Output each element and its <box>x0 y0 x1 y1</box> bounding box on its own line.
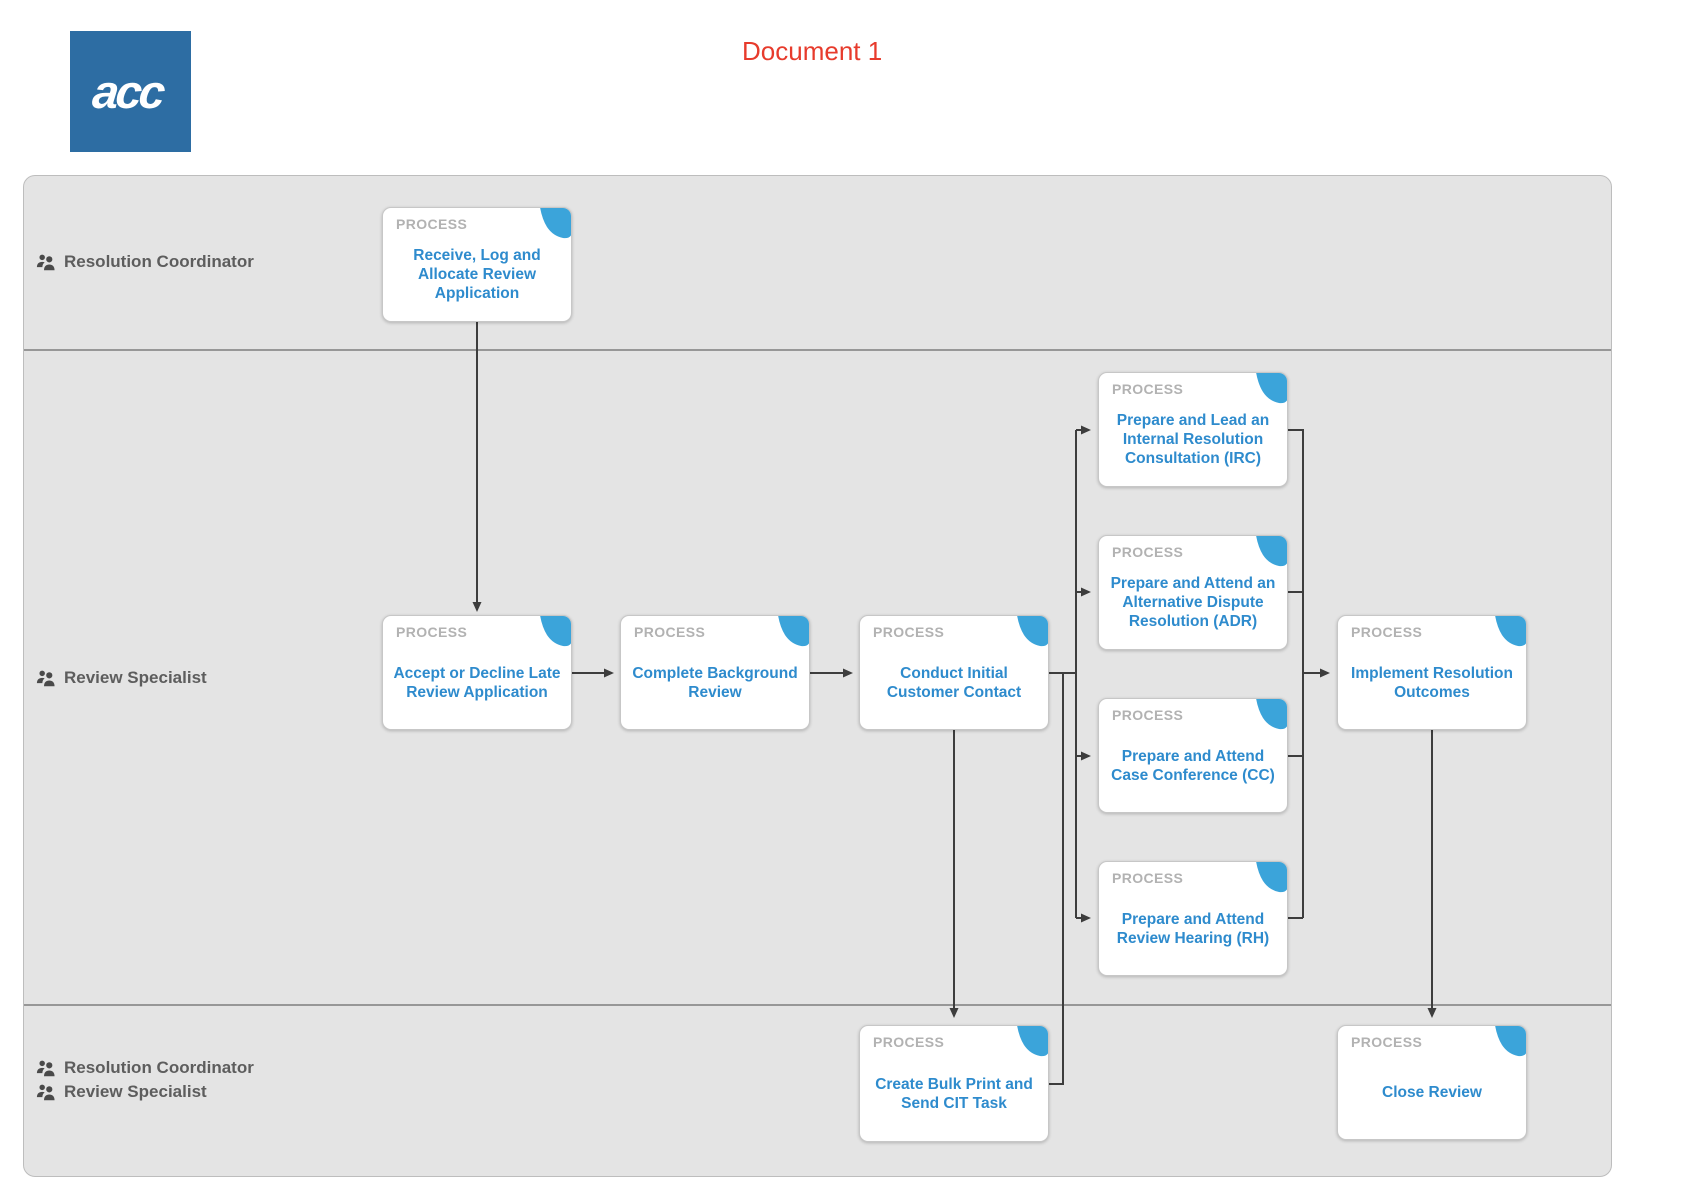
folded-corner-icon <box>1011 616 1048 648</box>
lane-divider <box>24 1004 1611 1006</box>
process-card-prepare-attend-adr[interactable]: PROCESS Prepare and Attend an Alternativ… <box>1098 535 1288 650</box>
lane-label-text: Review Specialist <box>64 668 207 687</box>
process-title: Create Bulk Print and Send CIT Task <box>875 1075 1033 1112</box>
process-title: Prepare and Attend Case Conference (CC) <box>1111 747 1275 784</box>
process-type-label: PROCESS <box>396 624 468 640</box>
lane-divider <box>24 349 1611 351</box>
process-card-prepare-lead-irc[interactable]: PROCESS Prepare and Lead an Internal Res… <box>1098 372 1288 487</box>
folded-corner-icon <box>534 208 571 240</box>
process-title: Prepare and Lead an Internal Resolution … <box>1116 412 1270 467</box>
process-title: Receive, Log and Allocate Review Applica… <box>413 247 541 302</box>
lane-label-text: Resolution Coordinator <box>64 1058 254 1077</box>
page-title: Document 1 <box>742 36 883 66</box>
process-card-conduct-initial-contact[interactable]: PROCESS Conduct Initial Customer Contact <box>859 615 1049 730</box>
lane-label-review-specialist: Review Specialist <box>36 668 207 688</box>
lane-label-resolution-coordinator: Resolution Coordinator <box>36 252 254 272</box>
lane-label-review-specialist-2: Review Specialist <box>36 1082 207 1102</box>
folded-corner-icon <box>1489 616 1526 648</box>
process-type-label: PROCESS <box>634 624 706 640</box>
process-title: Prepare and Attend Review Hearing (RH) <box>1116 910 1270 947</box>
process-type-label: PROCESS <box>873 1034 945 1050</box>
process-type-label: PROCESS <box>1112 544 1184 560</box>
lane-label-text: Review Specialist <box>64 1082 207 1101</box>
process-title: Accept or Decline Late Review Applicatio… <box>393 664 561 701</box>
process-card-prepare-attend-cc[interactable]: PROCESS Prepare and Attend Case Conferen… <box>1098 698 1288 813</box>
process-type-label: PROCESS <box>396 216 468 232</box>
folded-corner-icon <box>1250 862 1287 894</box>
process-card-receive-log-allocate[interactable]: PROCESS Receive, Log and Allocate Review… <box>382 207 572 322</box>
folded-corner-icon <box>772 616 809 648</box>
process-card-accept-decline-late[interactable]: PROCESS Accept or Decline Late Review Ap… <box>382 615 572 730</box>
process-type-label: PROCESS <box>1351 624 1423 640</box>
people-icon <box>36 253 56 271</box>
acc-logo-text: acc <box>89 65 165 118</box>
process-card-complete-background-review[interactable]: PROCESS Complete Background Review <box>620 615 810 730</box>
folded-corner-icon <box>1250 699 1287 731</box>
process-title: Implement Resolution Outcomes <box>1351 664 1513 701</box>
folded-corner-icon <box>1250 373 1287 405</box>
process-title: Complete Background Review <box>632 664 798 701</box>
people-icon <box>36 669 56 687</box>
process-type-label: PROCESS <box>1112 707 1184 723</box>
lane-label-text: Resolution Coordinator <box>64 252 254 271</box>
acc-logo: acc <box>70 31 191 152</box>
folded-corner-icon <box>1011 1026 1048 1058</box>
process-title: Conduct Initial Customer Contact <box>886 664 1022 701</box>
process-card-prepare-attend-rh[interactable]: PROCESS Prepare and Attend Review Hearin… <box>1098 861 1288 976</box>
folded-corner-icon <box>1489 1026 1526 1058</box>
process-type-label: PROCESS <box>1112 381 1184 397</box>
process-type-label: PROCESS <box>1112 870 1184 886</box>
people-icon <box>36 1083 56 1101</box>
people-icon <box>36 1059 56 1077</box>
folded-corner-icon <box>534 616 571 648</box>
process-card-close-review[interactable]: PROCESS Close Review <box>1337 1025 1527 1140</box>
folded-corner-icon <box>1250 536 1287 568</box>
process-card-implement-resolution-outcomes[interactable]: PROCESS Implement Resolution Outcomes <box>1337 615 1527 730</box>
process-type-label: PROCESS <box>1351 1034 1423 1050</box>
lane-label-resolution-coordinator-2: Resolution Coordinator <box>36 1058 254 1078</box>
process-title: Close Review <box>1382 1084 1482 1101</box>
process-type-label: PROCESS <box>873 624 945 640</box>
process-title: Prepare and Attend an Alternative Disput… <box>1110 575 1276 630</box>
process-card-create-bulk-print-cit[interactable]: PROCESS Create Bulk Print and Send CIT T… <box>859 1025 1049 1142</box>
